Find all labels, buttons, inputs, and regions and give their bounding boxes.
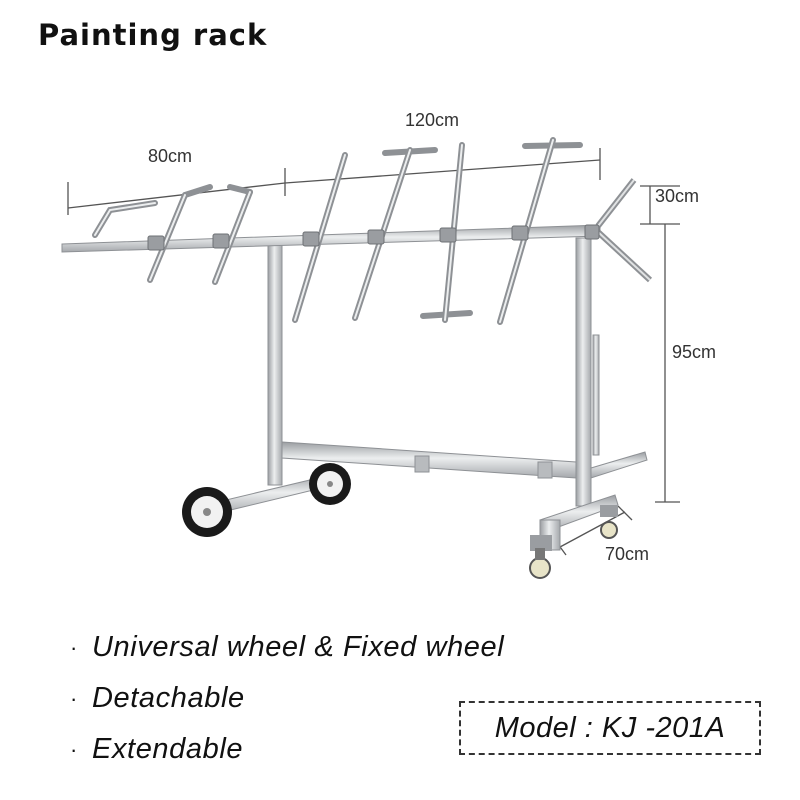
bullet-dot: ·	[70, 685, 78, 711]
fixed-wheels	[182, 463, 351, 537]
feature-item: · Extendable	[70, 724, 504, 775]
dim-label-30cm: 30cm	[655, 186, 699, 206]
feature-text: Extendable	[92, 733, 244, 765]
dim-label-120cm: 120cm	[405, 110, 459, 130]
model-label: Model : KJ -201A	[459, 701, 761, 755]
dim-label-95cm: 95cm	[672, 342, 716, 362]
painting-rack-illustration: 80cm 120cm 30cm 95cm 70cm	[61, 110, 716, 579]
dim-label-80cm: 80cm	[148, 146, 192, 166]
page-title: Painting rack	[38, 18, 268, 52]
bullet-dot: ·	[70, 634, 78, 660]
feature-text: Detachable	[92, 682, 245, 714]
feature-item: · Detachable	[70, 673, 504, 724]
feature-text: Universal wheel & Fixed wheel	[92, 631, 505, 663]
feature-item: · Universal wheel & Fixed wheel	[70, 622, 504, 673]
bullet-dot: ·	[70, 736, 78, 762]
rack-frame	[61, 178, 653, 551]
universal-wheels	[529, 505, 618, 579]
dim-label-70cm: 70cm	[605, 544, 649, 564]
feature-list: · Universal wheel & Fixed wheel · Detach…	[70, 622, 504, 775]
rack-arms	[92, 137, 600, 325]
